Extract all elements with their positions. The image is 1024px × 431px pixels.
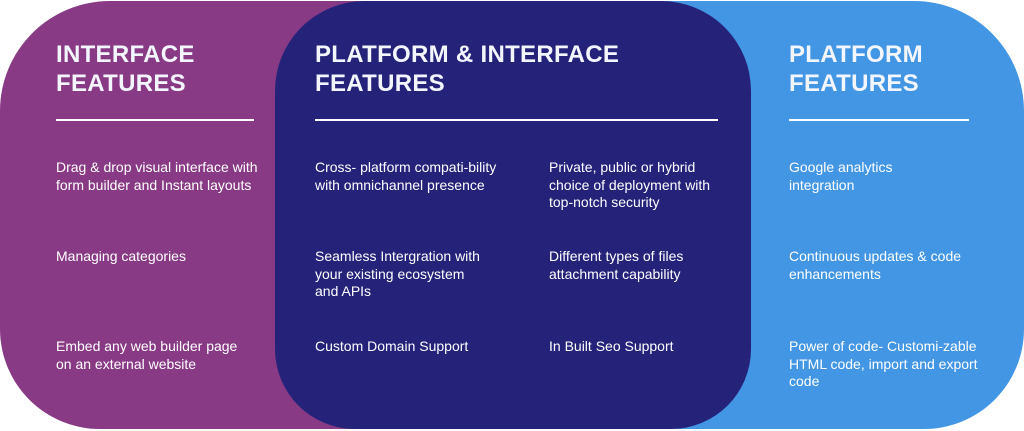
title-line: PLATFORM & INTERFACE — [315, 41, 620, 68]
feature-item: Private, public or hybrid choice of depl… — [549, 159, 711, 210]
feature-item: Google analytics integration — [789, 159, 893, 193]
feature-item: Managing categories — [56, 248, 186, 264]
feature-item: Cross- platform compati-bility with omni… — [315, 159, 497, 193]
feature-item: Power of code- Customi-zable HTML code, … — [789, 338, 978, 389]
divider — [56, 119, 254, 121]
title-line: FEATURES — [56, 70, 186, 97]
feature-item: Seamless Intergration with your existing… — [315, 248, 480, 299]
platform-title: PLATFORM FEATURES — [789, 40, 923, 98]
platform-interface-panel — [275, 1, 751, 429]
feature-item: Continuous updates & code enhancements — [789, 248, 962, 282]
divider — [789, 119, 969, 121]
title-line: FEATURES — [789, 70, 919, 97]
title-line: INTERFACE — [56, 41, 195, 68]
divider — [315, 119, 718, 121]
platform-interface-title: PLATFORM & INTERFACE FEATURES — [315, 40, 619, 98]
feature-item: Different types of files attachment capa… — [549, 248, 684, 282]
title-line: FEATURES — [315, 70, 445, 97]
title-line: PLATFORM — [789, 41, 923, 68]
feature-item: Custom Domain Support — [315, 338, 469, 354]
feature-item: In Built Seo Support — [549, 338, 674, 354]
feature-item: Embed any web builder page on an externa… — [56, 338, 238, 372]
feature-item: Drag & drop visual interface with form b… — [56, 159, 258, 193]
interface-title: INTERFACE FEATURES — [56, 40, 195, 98]
